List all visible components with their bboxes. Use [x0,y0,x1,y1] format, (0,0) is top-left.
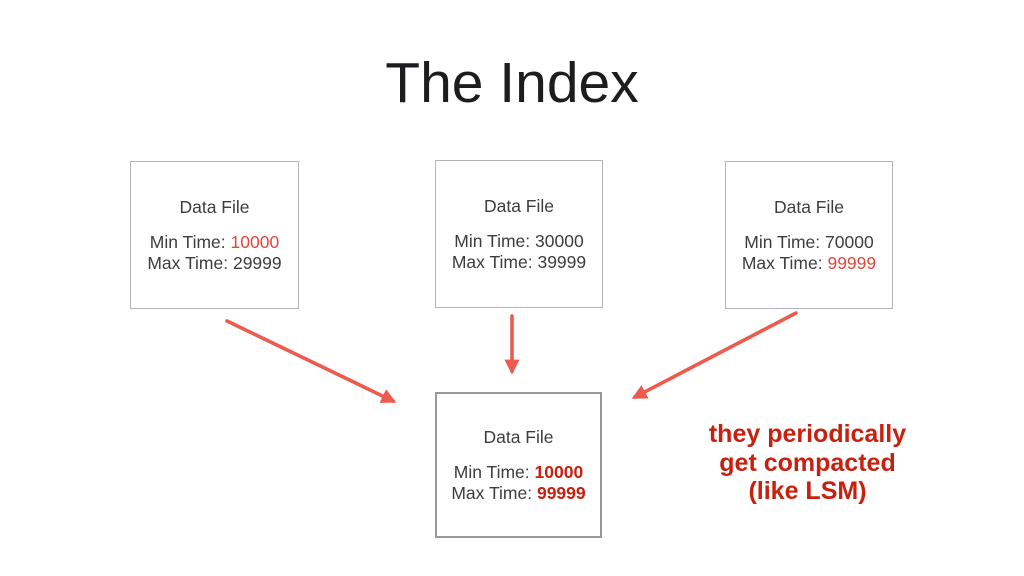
data-file-box-3: Data File Min Time:70000 Max Time:99999 [725,161,893,309]
merged-data-file-box: Data File Min Time:10000 Max Time:99999 [435,392,602,538]
compaction-note-line-3: (like LSM) [748,477,867,505]
compaction-note: they periodically get compacted (like LS… [655,420,960,506]
arrow-right-datafile-to-merged [631,311,798,399]
max-time-value: 29999 [232,252,282,273]
max-time-line: Max Time:99999 [451,483,585,504]
data-file-label: Data File [483,426,554,447]
min-time-value: 10000 [534,461,584,482]
min-time-label: Min Time: [454,230,531,251]
min-time-value: 70000 [825,231,874,252]
min-time-value: 10000 [230,231,280,252]
max-time-line: Max Time:39999 [452,252,586,273]
data-file-label: Data File [773,196,845,217]
min-time-label: Min Time: [149,231,226,252]
compaction-note-line-1: they periodically [708,420,907,448]
min-time-line: Min Time:10000 [150,232,279,253]
min-time-label: Min Time: [744,231,821,252]
max-time-value: 99999 [536,482,586,503]
min-time-line: Min Time:30000 [454,231,583,252]
max-time-line: Max Time:29999 [147,253,281,274]
slide-title: The Index [385,51,639,115]
max-time-label: Max Time: [451,251,533,272]
max-time-label: Max Time: [451,482,533,503]
max-time-value: 39999 [537,251,587,272]
max-time-value: 99999 [827,252,877,273]
min-time-line: Min Time:10000 [454,462,583,483]
data-file-label: Data File [179,196,250,217]
data-file-box-1: Data File Min Time:10000 Max Time:29999 [130,161,299,309]
min-time-value: 30000 [535,230,584,251]
compaction-note-line-2: get compacted [719,448,896,477]
max-time-label: Max Time: [741,252,823,273]
max-time-label: Max Time: [147,252,229,273]
max-time-line: Max Time:99999 [742,253,876,274]
data-file-box-2: Data File Min Time:30000 Max Time:39999 [435,160,603,308]
arrow-left-datafile-to-merged [225,319,397,403]
data-file-label: Data File [483,195,555,216]
min-time-label: Min Time: [453,461,530,482]
min-time-line: Min Time:70000 [744,232,873,253]
